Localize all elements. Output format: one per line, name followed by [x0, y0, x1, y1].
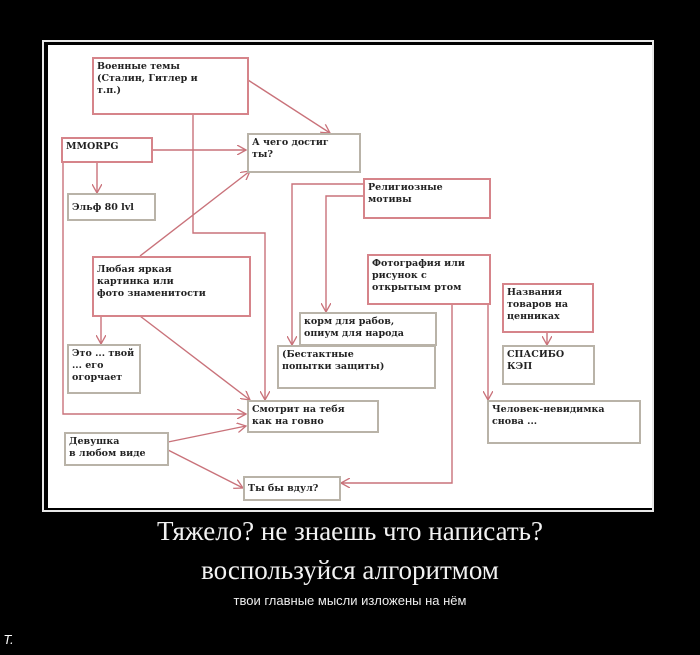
node-invisible-man: Человек-невидимка снова ...: [487, 400, 641, 444]
node-thanks-cap: СПАСИБО КЭП: [502, 345, 595, 385]
node-slave-food: корм для рабов, опиум для народа: [299, 312, 437, 346]
node-price-tags: Названия товаров на ценниках: [502, 283, 594, 333]
node-bright-picture: Любая яркая картинка или фото знаменитос…: [92, 256, 251, 317]
arrow-mmorpg-looks: [62, 162, 246, 414]
arrow-picture-achieved: [139, 171, 250, 257]
arrow-girl-would: [167, 449, 243, 488]
node-what-achieved: А чего достиг ты?: [247, 133, 361, 173]
node-looks-at-you: Смотрит на тебя как на говно: [247, 400, 379, 433]
arrow-military-achieved: [247, 79, 330, 133]
node-religious: Религиозные мотивы: [363, 178, 491, 219]
node-girl: Девушка в любом виде: [64, 432, 169, 466]
caption-title: Тяжело? не знаешь что написать?: [157, 516, 543, 546]
caption-subtitle: воспользуйся алгоритмом: [201, 555, 499, 585]
node-elf-80: Эльф 80 lvl: [67, 193, 156, 221]
arrow-girl-looks: [167, 426, 246, 443]
node-military-topics: Военные темы (Сталин, Гитлер и т.п.): [92, 57, 249, 115]
node-tactless-defense: (Бестактные попытки защиты): [277, 345, 436, 389]
arrow-military-looks: [192, 115, 265, 400]
arrow-mouth-would: [341, 304, 453, 483]
node-would-you: Ты бы вдул?: [243, 476, 341, 501]
node-upsets: Это ... твой ... его огорчает: [67, 344, 141, 394]
arrow-religious-food: [326, 195, 363, 312]
node-open-mouth: Фотография или рисунок с открытым ртом: [367, 254, 491, 305]
node-mmorpg: MMORPG: [61, 137, 153, 163]
arrow-picture-looks: [139, 315, 250, 400]
signature: T.: [4, 633, 14, 647]
arrow-religious-tactless: [292, 183, 363, 345]
poster-frame: [42, 40, 654, 512]
caption-tagline: твои главные мысли изложены на нём: [233, 593, 467, 608]
